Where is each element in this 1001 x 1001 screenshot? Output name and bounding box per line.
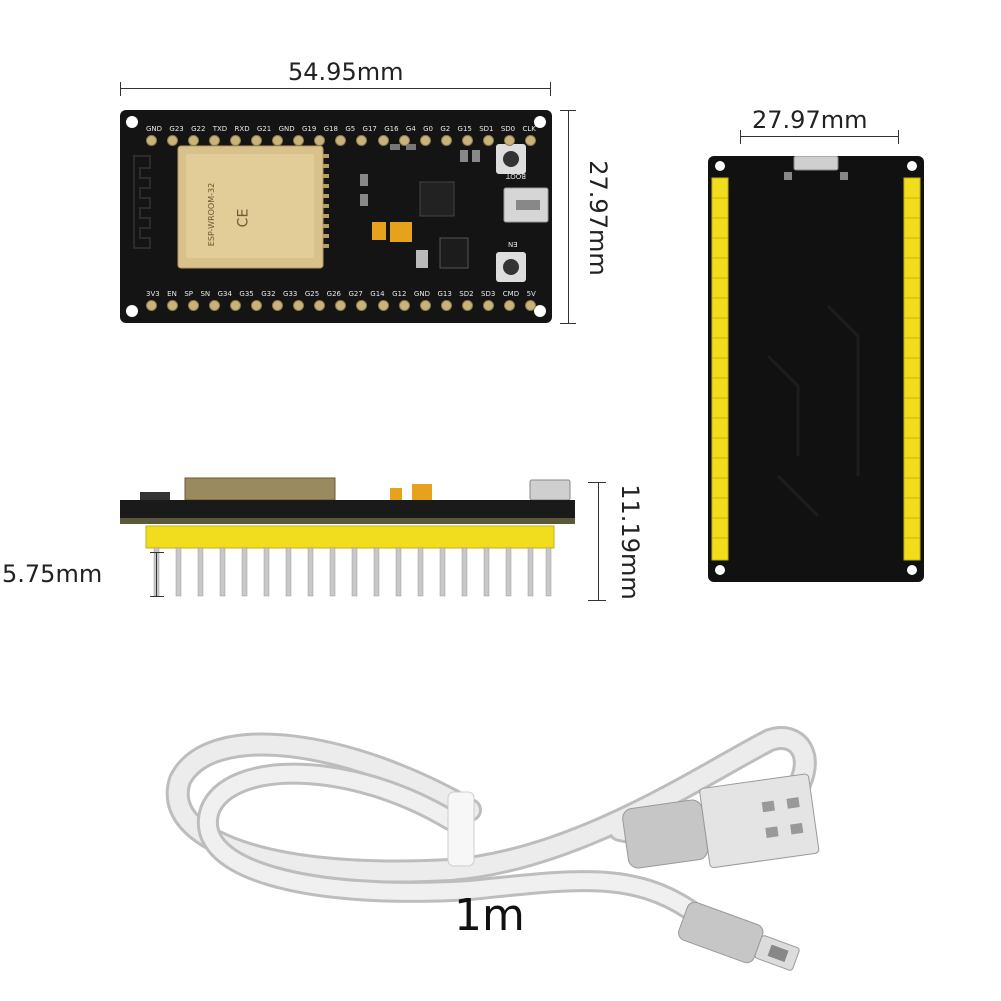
usb-cable: 1m	[150, 700, 870, 990]
top-pin-labels: GND G23 G22 TXD RXD G21 GND G19 G18 G5 G…	[146, 125, 536, 133]
pin-label: G21	[256, 125, 272, 133]
pin-label: 5V	[526, 290, 536, 298]
dimension-length-tick-left	[120, 82, 121, 96]
dimension-width-tick-top	[560, 110, 576, 111]
pin-label: G2	[440, 125, 451, 133]
ce-mark: CE	[235, 208, 252, 228]
pin-label: G23	[169, 125, 184, 133]
dimension-width-front-label: 27.97mm	[584, 160, 612, 276]
pin-label: SN	[200, 290, 211, 298]
dimension-width-line	[568, 110, 569, 323]
usb-cable-art	[165, 726, 820, 971]
pin-label: G25	[304, 290, 320, 298]
dimension-length-label: 54.95mm	[288, 58, 404, 86]
pin-label: G35	[239, 290, 254, 298]
side-view: 5.75mm 11.19mm	[0, 470, 650, 610]
pin-label: G14	[370, 290, 385, 298]
pin-label: GND	[413, 290, 430, 298]
front-view: 54.95mm	[110, 58, 612, 340]
board-front: ESP-WROOM-32 CE BOOT EN	[120, 110, 552, 323]
pin-label: GND	[146, 125, 163, 133]
pin-label: SD0	[500, 125, 516, 133]
dimension-width-tick-bottom	[560, 323, 576, 324]
back-view: 27.97mm	[700, 100, 930, 590]
pin-label: G27	[348, 290, 363, 298]
pin-label: G4	[405, 125, 416, 133]
dimension-height-tick-bottom	[588, 600, 606, 601]
pin-label: SP	[184, 290, 193, 298]
top-pin-holes	[146, 135, 536, 146]
pin-label: G22	[191, 125, 206, 133]
dimension-back-tick-right	[898, 130, 899, 144]
board-front-art	[126, 116, 549, 317]
pin-label: CMD	[502, 290, 520, 298]
pin-label: G33	[283, 290, 298, 298]
dimension-pin-tick-top	[150, 552, 164, 553]
pin-label: G16	[384, 125, 399, 133]
dimension-pin-tick-bottom	[150, 596, 164, 597]
dimension-length-tick-right	[550, 82, 551, 96]
dimension-back-width-label: 27.97mm	[752, 106, 868, 134]
cable-length-label: 1m	[454, 890, 525, 941]
dimension-length-line	[120, 88, 550, 89]
top-pin-row: GND G23 G22 TXD RXD G21 GND G19 G18 G5 G…	[146, 125, 536, 149]
dimension-height-line	[598, 482, 599, 600]
pin-label: G32	[261, 290, 276, 298]
en-label: EN	[508, 240, 518, 248]
pin-label: GND	[278, 125, 295, 133]
pin-label: G13	[437, 290, 452, 298]
pin-label: G19	[301, 125, 317, 133]
dimension-back-tick-left	[740, 130, 741, 144]
pin-label: RXD	[234, 125, 250, 133]
board-back	[708, 155, 924, 582]
pin-label: SD1	[479, 125, 494, 133]
bottom-pin-labels: 3V3 EN SP SN G34 G35 G32 G33 G25 G26 G27…	[146, 290, 536, 298]
pin-label: TXD	[212, 125, 228, 133]
pin-label: SD3	[481, 290, 496, 298]
dimension-back-width-line	[740, 136, 898, 137]
bottom-pin-holes	[146, 300, 536, 311]
pin-label: EN	[167, 290, 177, 298]
pin-label: G15	[457, 125, 472, 133]
pin-label: G26	[326, 290, 342, 298]
bottom-pin-row: 3V3 EN SP SN G34 G35 G32 G33 G25 G26 G27…	[146, 290, 536, 314]
side-view-art	[120, 477, 575, 597]
dimension-height-tick-top	[588, 482, 606, 483]
pin-label: CLK	[522, 125, 536, 133]
dimension-pin-line	[156, 552, 157, 596]
dimension-pin-length-label: 5.75mm	[2, 560, 103, 588]
dimension-height-label: 11.19mm	[616, 484, 644, 600]
pin-label: G17	[362, 125, 377, 133]
pin-label: G34	[217, 290, 232, 298]
module-label: ESP-WROOM-32	[207, 182, 217, 247]
board-back-art	[711, 155, 921, 575]
pin-label: G0	[423, 125, 433, 133]
pin-label: G12	[392, 290, 407, 298]
pin-label: SD2	[459, 290, 474, 298]
boot-label: BOOT	[506, 172, 526, 180]
pin-label: 3V3	[146, 290, 160, 298]
pin-label: G5	[345, 125, 356, 133]
pin-label: G18	[323, 125, 338, 133]
